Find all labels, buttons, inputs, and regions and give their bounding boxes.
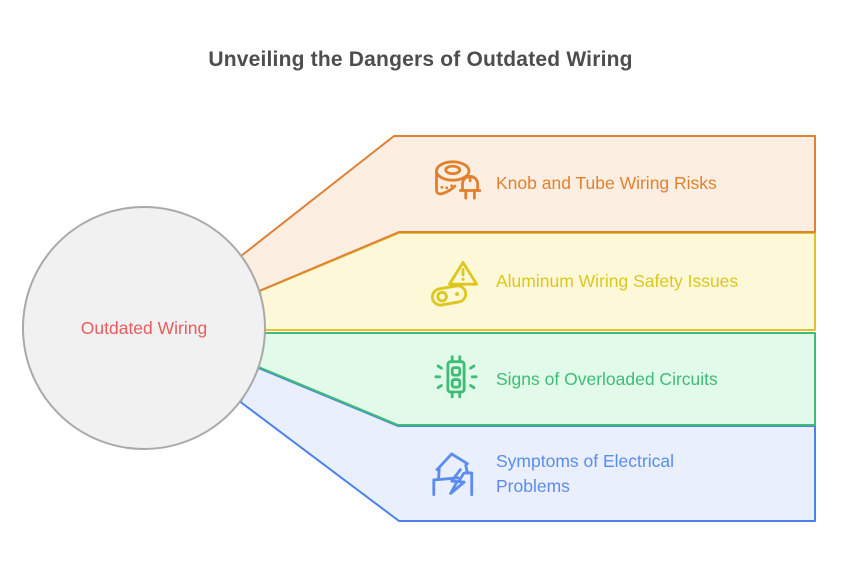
wire-spool-bulb-icon <box>430 158 482 210</box>
branch-label-aluminum: Aluminum Wiring Safety Issues <box>496 271 739 292</box>
branch-row-aluminum: Aluminum Wiring Safety Issues <box>430 233 738 330</box>
branch-label-knob-tube: Knob and Tube Wiring Risks <box>496 173 717 194</box>
page-title: Unveiling the Dangers of Outdated Wiring <box>208 48 633 71</box>
branch-row-symptoms: Symptoms of Electrical Problems <box>430 426 731 521</box>
branch-label-overloaded: Signs of Overloaded Circuits <box>496 368 718 389</box>
circuit-breaker-icon <box>430 353 482 405</box>
center-node-circle <box>22 206 266 450</box>
house-lightning-icon <box>430 448 482 500</box>
warning-triangle-lug-icon <box>430 256 482 308</box>
branch-row-overloaded: Signs of Overloaded Circuits <box>430 333 718 425</box>
branch-row-knob-tube: Knob and Tube Wiring Risks <box>430 135 717 232</box>
branch-label-symptoms: Symptoms of Electrical Problems <box>496 451 674 496</box>
center-node-label: Outdated Wiring <box>80 318 208 338</box>
